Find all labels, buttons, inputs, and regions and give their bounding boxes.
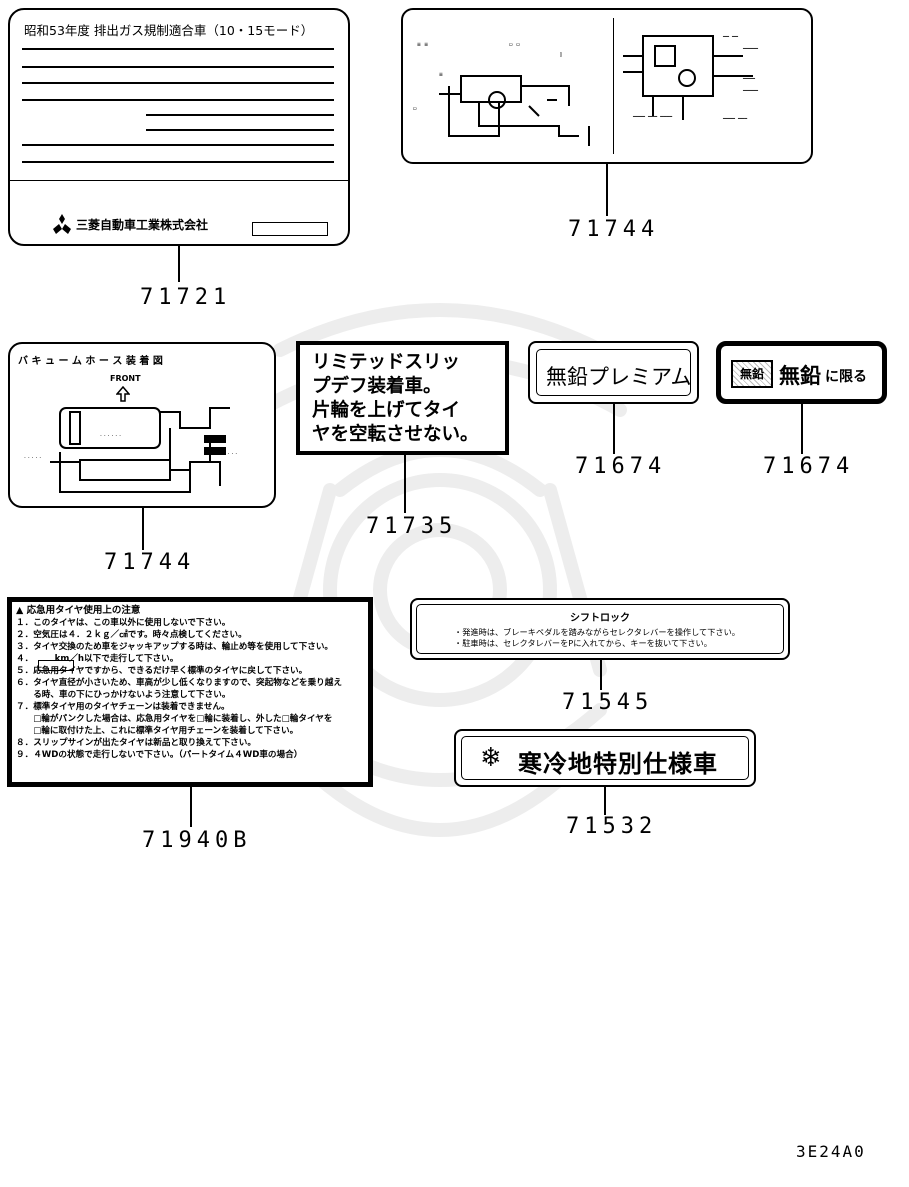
- emission-label: 昭和53年度 排出ガス規制適合車（10・15モード） 三菱自動車工業株式会社: [8, 8, 350, 246]
- cold-region-label: ❄ 寒冷地特別仕様車: [454, 729, 756, 787]
- snowflake-icon: ❄: [480, 743, 502, 773]
- lsd-line-2: プデフ装着車。: [312, 376, 442, 397]
- spare-tire-caution-label: ▲ 応急用タイヤ使用上の注意 １．このタイヤは、この車以外に使用しないで下さい。…: [7, 597, 373, 787]
- lsd-line-1: リミテッドスリッ: [312, 352, 461, 373]
- svg-text:≡ ≡: ≡ ≡: [417, 41, 428, 48]
- svg-text:━━━━ ━━━: ━━━━ ━━━: [722, 116, 748, 122]
- vacuum-diagram-top: ≡ ≡≡▭ ▭ ▯▭ ━━ ━━━━━━━ ━━━━━━━━━ ━━━━ ━━━…: [401, 8, 813, 164]
- lsd-line-3: 片輪を上げてタイ: [312, 400, 461, 421]
- vacuum-hose-diagram: バ キ ュ ー ム ホ ー ス 装 着 図 FRONT . . . . . ..…: [8, 342, 276, 508]
- vacuum-schematic-left: ≡ ≡ ≡ ▭ ▭ ▯ ▭: [413, 41, 590, 146]
- part-number-71744-top: 71744: [568, 217, 660, 242]
- cold-region-text: 寒冷地特別仕様車: [518, 750, 718, 778]
- warning-triangle-icon: ▲: [16, 605, 24, 616]
- spare-tire-line-6: ６．タイヤ直径が小さいため、車高が少し低くなりますので、突起物などを乗り越え: [16, 678, 342, 688]
- spare-tire-line-4: ４． km／h以下で走行して下さい。: [16, 654, 179, 664]
- front-arrow-icon: [116, 386, 130, 402]
- spare-tire-line-9: □輪がパンクした場合は、応急用タイヤを□輪に装着し、外した□輪タイヤを: [16, 714, 333, 724]
- svg-text:━━━━ ━━━ ━━━━: ━━━━ ━━━ ━━━━: [632, 114, 673, 120]
- unleaded-badge: 無鉛: [731, 360, 773, 388]
- shift-lock-label: シフトロック ・発進時は、ブレーキペダルを踏みながらセレクタレバーを操作して下さ…: [410, 598, 790, 660]
- vacuum-schematic-right: ━━ ━━━━━━━ ━━━━━━━━━ ━━━━ ━━━ ━━━━━━━━ ━…: [623, 34, 759, 122]
- unleaded-suffix: に限る: [825, 369, 867, 385]
- spare-tire-line-2: ２．空気圧は４．２ｋｇ／㎠です。時々点検してください。: [16, 630, 247, 640]
- unleaded-main: 無鉛: [779, 364, 821, 388]
- part-number-71674-unleaded: 71674: [763, 454, 855, 479]
- diagram-id: 3E24A0: [796, 1142, 866, 1161]
- svg-text:≡: ≡: [439, 71, 443, 78]
- spare-tire-line-11: ８．スリップサインが出たタイヤは新品と取り換えて下さい。: [16, 738, 256, 748]
- svg-text:. . . . .: . . . . .: [220, 449, 237, 456]
- part-number-71545: 71545: [562, 690, 654, 715]
- mitsubishi-logo-icon: [53, 214, 71, 234]
- svg-text:▭: ▭: [413, 105, 417, 112]
- vacuum-hose-title: バ キ ュ ー ム ホ ー ス 装 着 図: [18, 356, 163, 367]
- part-number-71744-hose: 71744: [104, 550, 196, 575]
- vacuum-hose-schematic: . . . . . . . . . . . . . . . .: [24, 407, 237, 493]
- unleaded-label: 無鉛 無鉛 に限る: [716, 341, 887, 404]
- spare-tire-line-5: ５．応急用タイヤですから、できるだけ早く標準のタイヤに戻して下さい。: [16, 666, 308, 676]
- blank-field: [252, 222, 328, 236]
- svg-text:▯: ▯: [559, 51, 563, 58]
- spare-tire-line-8: ７．標準タイヤ用のタイヤチェーンは装着できません。: [16, 702, 230, 712]
- spare-tire-line-12: ９．４WDの状態で走行しないで下さい。（パートタイム４WD車の場合）: [16, 750, 303, 760]
- premium-text: 無鉛プレミアム: [546, 365, 692, 389]
- lsd-label: リミテッドスリッ プデフ装着車。 片輪を上げてタイ ヤを空転させない。: [296, 341, 509, 455]
- part-number-71674-premium: 71674: [575, 454, 667, 479]
- premium-label: 無鉛プレミアム: [528, 341, 699, 404]
- shift-lock-line-2: ・駐車時は、セレクタレバーをPに入れてから、キーを抜いて下さい。: [454, 638, 712, 648]
- emission-maker: 三菱自動車工業株式会社: [76, 218, 209, 232]
- part-number-71721: 71721: [140, 285, 232, 310]
- svg-text:━━━━━: ━━━━━: [742, 46, 759, 52]
- lsd-line-4: ヤを空転させない。: [312, 424, 479, 445]
- part-number-71735: 71735: [366, 514, 458, 539]
- svg-text:━━━━━: ━━━━━: [742, 88, 759, 94]
- shift-lock-title: シフトロック: [570, 613, 630, 624]
- spare-tire-title: 応急用タイヤ使用上の注意: [26, 605, 141, 616]
- front-label: FRONT: [110, 374, 141, 383]
- svg-text:. . . . .: . . . . .: [24, 453, 41, 460]
- part-number-71940b: 71940B: [142, 828, 252, 853]
- spare-tire-line-7: る時、車の下にひっかけないよう注意して下さい。: [16, 690, 231, 700]
- svg-text:━━ ━━: ━━ ━━: [722, 34, 739, 40]
- spare-tire-line-3: ３．タイヤ交換のため車をジャッキアップする時は、輪止め等を使用して下さい。: [16, 642, 334, 652]
- emission-title: 昭和53年度 排出ガス規制適合車（10・15モード）: [24, 23, 314, 38]
- spare-tire-line-1: １．このタイヤは、この車以外に使用しないで下さい。: [16, 618, 231, 628]
- svg-text:━━━━: ━━━━: [742, 76, 756, 82]
- shift-lock-line-1: ・発進時は、ブレーキペダルを踏みながらセレクタレバーを操作して下さい。: [454, 627, 740, 637]
- speed-blank-box: [38, 660, 74, 671]
- part-number-71532: 71532: [566, 814, 658, 839]
- svg-text:▭ ▭: ▭ ▭: [509, 41, 520, 48]
- spare-tire-line-10: □輪に取付けた上、これに標準タイヤ用チェーンを装着して下さい。: [16, 726, 299, 736]
- svg-text:. . . . . .: . . . . . .: [100, 431, 121, 438]
